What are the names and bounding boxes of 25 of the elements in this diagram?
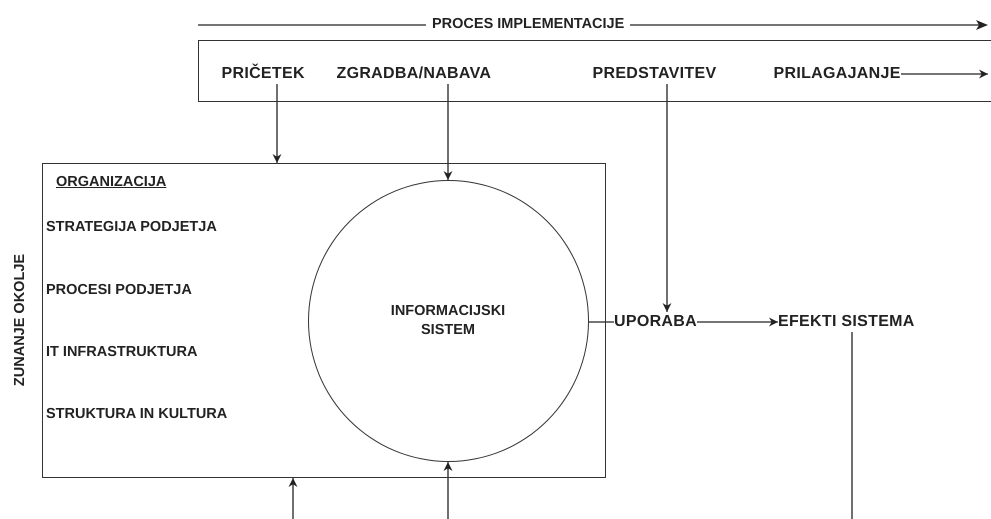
box-item: STRATEGIJA PODJETJA <box>46 219 217 235</box>
system-circle <box>308 180 588 462</box>
arrow <box>272 84 282 163</box>
box-item: STRUKTURA IN KULTURA <box>46 406 228 422</box>
arrow <box>288 478 298 519</box>
arrow <box>444 462 452 519</box>
stage-label: UPORABA <box>614 312 697 332</box>
circle-label: INFORMACIJSKI SISTEM <box>390 302 506 339</box>
stage-label: EFEKTI SISTEMA <box>778 312 915 332</box>
side-label: ZUNANJE OKOLJE <box>12 254 28 386</box>
stage-label: ZGRADBA/NABAVA <box>336 64 492 84</box>
process-box <box>198 40 991 102</box>
stage-label: PRILAGAJANJE <box>774 64 901 84</box>
arrow <box>662 84 672 312</box>
box-item: PROCESI PODJETJA <box>46 282 192 298</box>
connector-line <box>851 332 853 519</box>
arrow <box>901 70 988 78</box>
box-heading: ORGANIZACIJA <box>56 174 166 190</box>
stage-label: PRIČETEK <box>222 64 305 84</box>
organization-box <box>42 163 606 478</box>
arrow <box>444 84 452 180</box>
box-item: IT INFRASTRUKTURA <box>46 344 198 360</box>
connector-line <box>589 321 614 323</box>
stage-label: PREDSTAVITEV <box>592 64 716 84</box>
arrow <box>697 318 778 326</box>
